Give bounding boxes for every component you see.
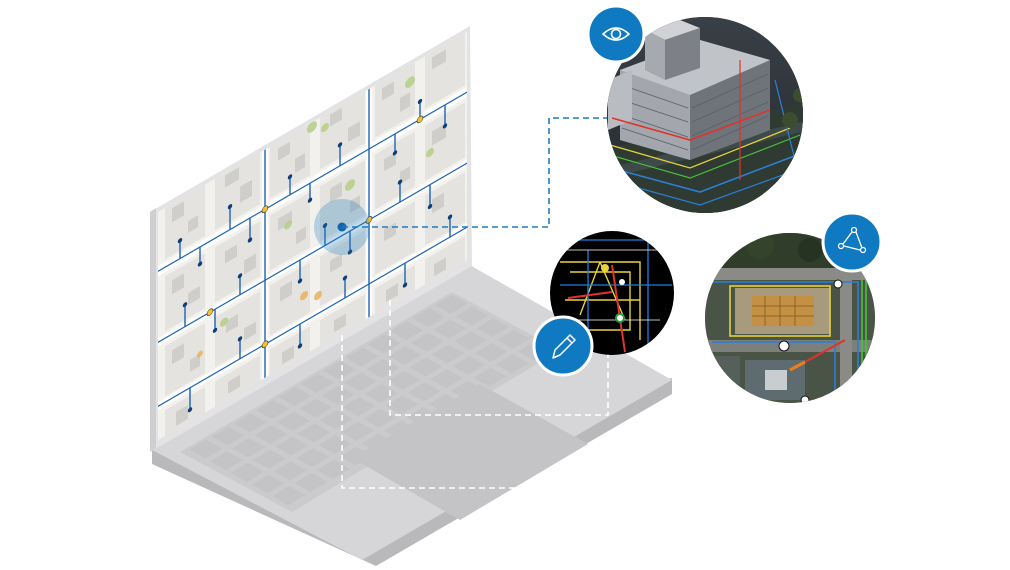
- keyboard-key[interactable]: [211, 426, 245, 446]
- map-buildings: [172, 49, 446, 426]
- keyboard-key[interactable]: [388, 346, 422, 365]
- keyboard-key[interactable]: [367, 334, 401, 354]
- badge-3d-view[interactable]: [586, 4, 646, 64]
- keyboard-key[interactable]: [345, 347, 379, 367]
- badge-network-trace[interactable]: [821, 211, 883, 273]
- keyboard-key[interactable]: [323, 360, 356, 380]
- keyboard-key[interactable]: [452, 356, 486, 375]
- connectors: [341, 117, 609, 489]
- keyboard-key[interactable]: [434, 294, 468, 314]
- bubble-3d-view[interactable]: [586, 4, 810, 220]
- keyboard-key[interactable]: [364, 384, 398, 403]
- connector-cad-edit-outer: [341, 335, 540, 489]
- 3d-scene: [607, 17, 803, 213]
- keyboard-key[interactable]: [409, 357, 443, 377]
- keyboard-key[interactable]: [232, 438, 266, 458]
- utility-lines: [158, 75, 467, 417]
- map-trees: [220, 76, 434, 327]
- keyboard-key[interactable]: [385, 395, 419, 415]
- keyboard-key[interactable]: [412, 308, 446, 327]
- keyboard-key[interactable]: [430, 369, 464, 389]
- keyboard-key[interactable]: [428, 394, 462, 413]
- connector-cad-edit-inner: [389, 300, 609, 416]
- keyboard-key[interactable]: [433, 319, 467, 339]
- eye-icon: [601, 27, 631, 41]
- keyboard-key[interactable]: [476, 318, 510, 337]
- keyboard-key[interactable]: [253, 449, 286, 469]
- keyboard-key[interactable]: [276, 411, 310, 431]
- keyboard-key[interactable]: [455, 306, 489, 326]
- keyboard-key[interactable]: [363, 408, 397, 428]
- map-screen[interactable]: [150, 12, 480, 483]
- keyboard-key[interactable]: [294, 473, 328, 492]
- keyboard-key[interactable]: [251, 474, 285, 494]
- keyboard-key[interactable]: [296, 448, 330, 468]
- keyboard-key[interactable]: [275, 436, 309, 456]
- keyboard-key[interactable]: [340, 421, 374, 441]
- keyboard-key[interactable]: [343, 372, 377, 392]
- bubble-network-trace[interactable]: [700, 211, 883, 410]
- keyboard-key[interactable]: [454, 331, 487, 351]
- keyboard-key[interactable]: [410, 332, 444, 352]
- map-trees-orange: [197, 290, 322, 358]
- pencil-icon: [552, 334, 576, 359]
- keyboard-key[interactable]: [317, 459, 350, 479]
- keyboard-keys: [189, 294, 551, 506]
- connector-3d-view: [342, 117, 608, 228]
- keyboard-key[interactable]: [321, 385, 355, 405]
- utility-valves: [206, 115, 424, 349]
- keyboard-key[interactable]: [495, 354, 529, 374]
- keyboard-key[interactable]: [451, 380, 484, 400]
- keyboard-key[interactable]: [272, 486, 306, 506]
- keyboard-key[interactable]: [406, 407, 440, 427]
- keyboard-key[interactable]: [366, 359, 400, 379]
- keyboard-key[interactable]: [384, 420, 417, 440]
- keyboard-key[interactable]: [387, 370, 420, 390]
- network-icon: [837, 226, 867, 254]
- keyboard-key[interactable]: [273, 461, 307, 481]
- keyboard-key[interactable]: [431, 344, 465, 364]
- keyboard-key[interactable]: [390, 321, 423, 341]
- keyboard-key[interactable]: [233, 413, 267, 433]
- keyboard-key[interactable]: [473, 367, 507, 387]
- utility-points: [177, 98, 453, 413]
- keyboard-key[interactable]: [297, 423, 331, 443]
- bubble-cad-edit[interactable]: [532, 231, 675, 377]
- keyboard-key[interactable]: [209, 451, 243, 471]
- keyboard-key[interactable]: [300, 373, 334, 393]
- keyboard-key[interactable]: [189, 439, 222, 459]
- badge-cad-edit[interactable]: [532, 315, 594, 377]
- touchpad[interactable]: [352, 384, 588, 520]
- keyboard-key[interactable]: [342, 397, 376, 416]
- keyboard-key[interactable]: [256, 400, 289, 420]
- laptop-lid-edge: [150, 208, 156, 452]
- keyboard-key[interactable]: [254, 425, 288, 444]
- keyboard-key[interactable]: [320, 410, 353, 430]
- keyboard-key[interactable]: [497, 329, 531, 349]
- keyboard-key[interactable]: [407, 382, 441, 402]
- keyboard-key[interactable]: [230, 463, 264, 482]
- keyboard-key[interactable]: [278, 387, 312, 406]
- keyboard-key[interactable]: [318, 435, 352, 454]
- keyboard-key[interactable]: [474, 342, 508, 362]
- keyboard-key[interactable]: [299, 398, 333, 418]
